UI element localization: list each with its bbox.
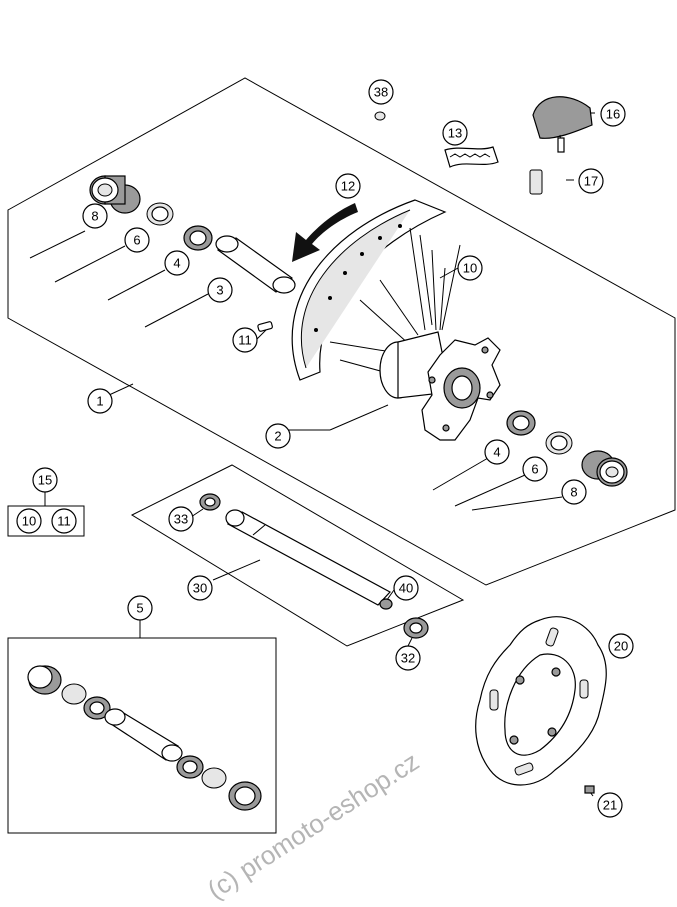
callout-32: 32 — [395, 645, 421, 671]
svg-text:4: 4 — [493, 445, 500, 460]
svg-text:3: 3 — [216, 283, 223, 298]
rim-lock-nut-17 — [529, 169, 543, 195]
svg-text:33: 33 — [174, 512, 188, 527]
svg-text:30: 30 — [193, 581, 207, 596]
callout-4-upper: 4 — [164, 250, 190, 276]
rim-band-13 — [444, 146, 499, 168]
watermark-text: (c) promoto-eshop.cz — [202, 746, 424, 905]
callout-8-lower: 8 — [561, 479, 587, 505]
bearing-4-upper — [183, 225, 213, 251]
callout-15-sub-11: 11 — [51, 508, 77, 534]
leader-lines — [29, 112, 595, 797]
bearing-kit-frame — [7, 637, 277, 834]
svg-text:13: 13 — [448, 126, 462, 141]
callout-6-lower: 6 — [522, 456, 548, 482]
callout-10: 10 — [457, 255, 483, 281]
callout-2: 2 — [265, 423, 291, 449]
spoke-nipple-11 — [257, 321, 273, 332]
rim-12 — [291, 199, 447, 381]
brake-disc-20 — [475, 616, 607, 786]
svg-text:4: 4 — [173, 256, 180, 271]
callout-8-upper: 8 — [82, 203, 108, 229]
svg-text:10: 10 — [463, 261, 477, 276]
svg-text:16: 16 — [606, 107, 620, 122]
callout-15: 15 — [32, 467, 58, 493]
wheel-assembly-frame — [7, 77, 676, 586]
seal-ring-6-lower — [545, 431, 573, 455]
svg-text:12: 12 — [341, 179, 355, 194]
bearing-seal-8-lower — [581, 450, 628, 487]
bearing-4-lower — [506, 410, 536, 436]
svg-text:11: 11 — [57, 514, 71, 529]
svg-text:32: 32 — [401, 651, 415, 666]
callout-20: 20 — [608, 633, 634, 659]
svg-text:11: 11 — [238, 333, 252, 348]
axle-nut-32 — [403, 617, 429, 639]
callout-38: 38 — [368, 79, 394, 105]
bearing-kit-parts — [27, 665, 262, 811]
hub-2 — [379, 331, 501, 441]
callout-11: 11 — [232, 327, 258, 353]
bearing-seal-8-upper — [89, 175, 141, 214]
callout-33: 33 — [168, 506, 194, 532]
svg-text:1: 1 — [96, 394, 103, 409]
callout-5: 5 — [127, 595, 153, 621]
svg-text:2: 2 — [274, 429, 281, 444]
svg-text:15: 15 — [38, 473, 52, 488]
seal-ring-6-upper — [146, 202, 174, 226]
axle-kit-frame — [130, 464, 465, 647]
callout-13: 13 — [442, 120, 468, 146]
svg-text:20: 20 — [614, 639, 628, 654]
spoke-set-frame — [7, 505, 85, 537]
disc-bolt-21 — [584, 785, 595, 794]
svg-text:17: 17 — [584, 174, 598, 189]
callout-3: 3 — [207, 277, 233, 303]
svg-text:8: 8 — [570, 485, 577, 500]
callout-17: 17 — [578, 168, 604, 194]
valve-cap-38 — [374, 111, 386, 121]
washer-40 — [379, 598, 393, 610]
svg-text:8: 8 — [91, 209, 98, 224]
svg-text:5: 5 — [136, 601, 143, 616]
svg-text:38: 38 — [374, 85, 388, 100]
svg-text:10: 10 — [22, 514, 36, 529]
callout-21: 21 — [597, 792, 623, 818]
svg-text:21: 21 — [603, 798, 617, 813]
callout-16: 16 — [600, 101, 626, 127]
rim-lock-16 — [532, 96, 593, 153]
spacer-tube-3 — [215, 235, 296, 294]
spokes-10 — [329, 227, 461, 376]
callout-30: 30 — [187, 575, 213, 601]
callout-6-upper: 6 — [124, 227, 150, 253]
rotation-arrow-icon — [292, 203, 358, 262]
spacer-33 — [199, 493, 221, 511]
axle-30 — [225, 509, 391, 606]
callout-12: 12 — [335, 173, 361, 199]
svg-text:6: 6 — [531, 462, 538, 477]
callout-40: 40 — [393, 575, 419, 601]
callout-4-lower: 4 — [484, 439, 510, 465]
svg-text:6: 6 — [133, 233, 140, 248]
callout-15-sub-10: 10 — [16, 508, 42, 534]
callout-1: 1 — [87, 388, 113, 414]
svg-text:40: 40 — [399, 581, 413, 596]
